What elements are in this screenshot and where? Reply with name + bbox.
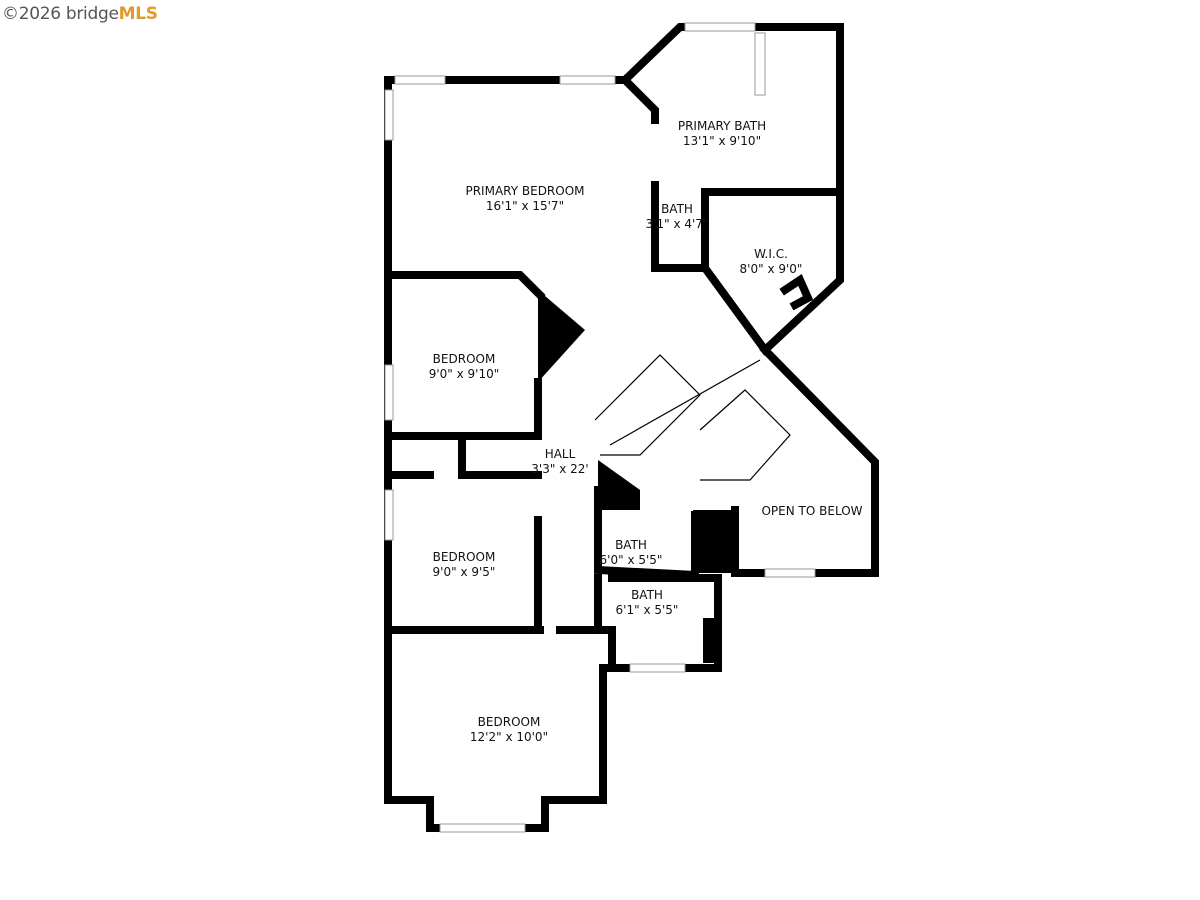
room-name: BATH (631, 588, 663, 602)
room-name: HALL (545, 447, 576, 461)
room-name: BATH (615, 538, 647, 552)
room-name: BEDROOM (433, 352, 496, 366)
room-dimensions: 6'1" x 5'5" (616, 603, 679, 617)
room-name: BATH (661, 202, 693, 216)
room-name: PRIMARY BATH (678, 119, 766, 133)
room-dimensions: 3'1" x 4'7" (646, 217, 709, 231)
room-name: OPEN TO BELOW (761, 504, 862, 518)
room-dimensions: 6'0" x 5'5" (600, 553, 663, 567)
watermark: ©2026 bridgeMLS (2, 4, 158, 24)
room-dimensions: 9'0" x 9'10" (429, 367, 500, 381)
room-name: BEDROOM (478, 715, 541, 729)
room-dimensions: 9'0" x 9'5" (433, 565, 496, 579)
room-dimensions: 16'1" x 15'7" (486, 199, 564, 213)
room-label: W.I.C.8'0" x 9'0" (740, 247, 803, 276)
room-dimensions: 13'1" x 9'10" (683, 134, 761, 148)
room-dimensions: 3'3" x 22' (531, 462, 588, 476)
room-name: BEDROOM (433, 550, 496, 564)
room-label: OPEN TO BELOW (761, 504, 862, 518)
walls (384, 22, 879, 833)
room-dimensions: 12'2" x 10'0" (470, 730, 548, 744)
room-dimensions: 8'0" x 9'0" (740, 262, 803, 276)
watermark-copyright: ©2026 bridge (2, 4, 119, 24)
watermark-brand: MLS (118, 4, 158, 24)
room-name: W.I.C. (754, 247, 788, 261)
room-name: PRIMARY BEDROOM (465, 184, 584, 198)
